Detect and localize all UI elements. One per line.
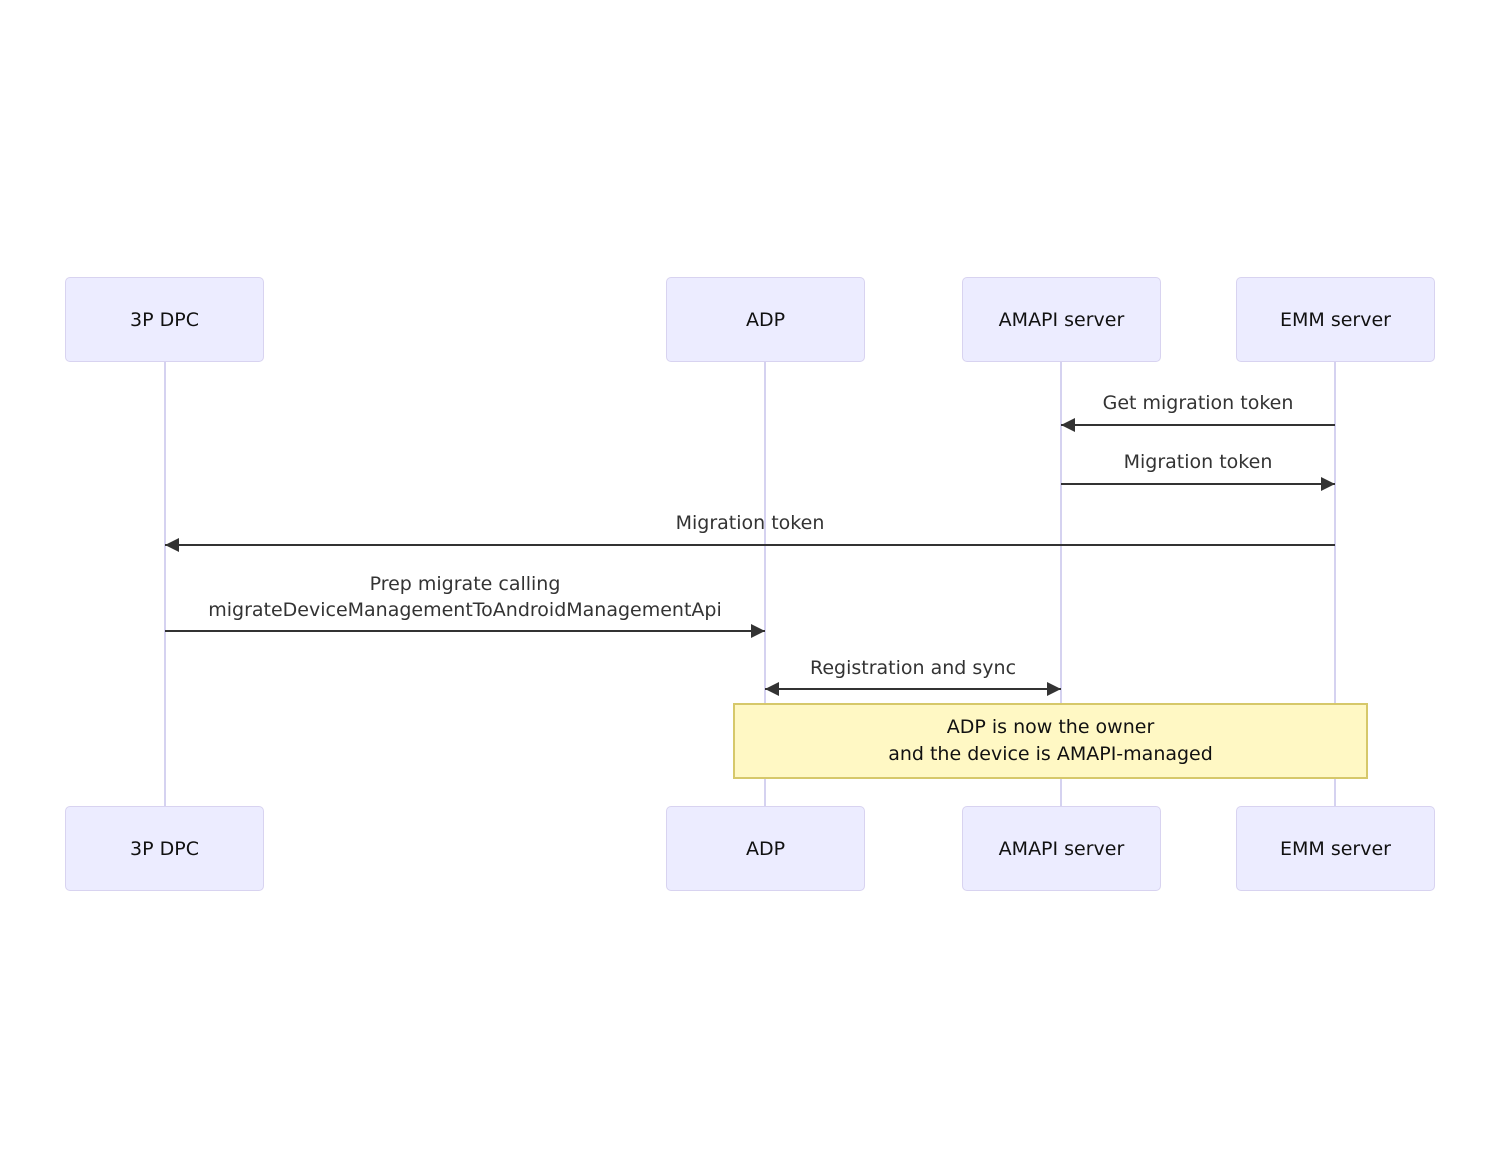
note-text-n1: ADP is now the owner and the device is A…	[888, 716, 1213, 765]
arrowhead-left-m1	[1061, 418, 1075, 432]
arrowhead-right-m2	[1321, 477, 1335, 491]
participant-box-dpc-bottom[interactable]: 3P DPC	[65, 806, 264, 891]
message-line-m5	[765, 688, 1061, 690]
lifeline-emm	[1334, 362, 1336, 806]
participant-label-amapi-top: AMAPI server	[998, 308, 1125, 331]
lifeline-dpc	[164, 362, 166, 806]
arrowhead-right-m4	[751, 624, 765, 638]
participant-box-adp-bottom[interactable]: ADP	[666, 806, 865, 891]
message-label-m2: Migration token	[1123, 451, 1273, 473]
arrowhead-right-m5	[1047, 682, 1061, 696]
message-label-m4: Prep migrate calling migrateDeviceManage…	[208, 573, 722, 621]
participant-box-amapi-top[interactable]: AMAPI server	[962, 277, 1161, 362]
note-box-n1: ADP is now the owner and the device is A…	[733, 703, 1368, 779]
participant-label-emm-bottom: EMM server	[1280, 837, 1391, 860]
participant-box-emm-top[interactable]: EMM server	[1236, 277, 1435, 362]
participant-label-adp-bottom: ADP	[745, 837, 786, 860]
arrowhead-left-m3	[165, 538, 179, 552]
participant-box-emm-bottom[interactable]: EMM server	[1236, 806, 1435, 891]
participant-label-dpc-top: 3P DPC	[130, 308, 199, 331]
message-line-m2	[1061, 483, 1335, 485]
participant-box-adp-top[interactable]: ADP	[666, 277, 865, 362]
lifeline-amapi	[1060, 362, 1062, 806]
lifeline-adp	[764, 362, 766, 806]
participant-label-amapi-bottom: AMAPI server	[998, 837, 1125, 860]
message-line-m4	[165, 630, 765, 632]
arrowhead-left-m5	[765, 682, 779, 696]
message-line-m3	[165, 544, 1335, 546]
message-label-m3: Migration token	[675, 512, 825, 534]
message-line-m1	[1061, 424, 1335, 426]
participant-label-dpc-bottom: 3P DPC	[130, 837, 199, 860]
message-label-m1: Get migration token	[1102, 392, 1294, 414]
message-label-m5: Registration and sync	[809, 657, 1017, 679]
participant-label-adp-top: ADP	[745, 308, 786, 331]
participant-box-dpc-top[interactable]: 3P DPC	[65, 277, 264, 362]
participant-label-emm-top: EMM server	[1280, 308, 1391, 331]
participant-box-amapi-bottom[interactable]: AMAPI server	[962, 806, 1161, 891]
